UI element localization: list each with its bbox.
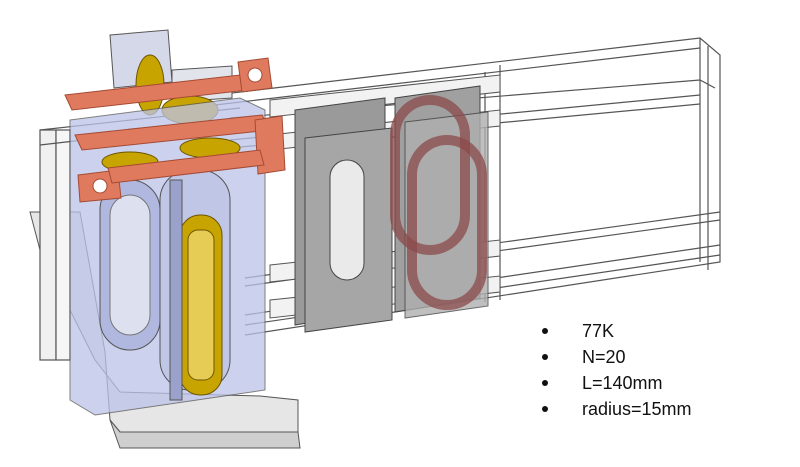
slot-plate (294, 97, 393, 333)
spec-text: L=140mm (582, 373, 663, 393)
coil-plate (390, 85, 489, 319)
spec-text: radius=15mm (582, 399, 692, 419)
spec-text: 77K (582, 321, 615, 341)
bullet-icon (542, 328, 548, 334)
spec-item-turns: N=20 (540, 344, 692, 370)
spec-text: N=20 (582, 347, 626, 367)
spec-item-temperature: 77K (540, 318, 692, 344)
bullet-icon (542, 354, 548, 360)
spec-list: 77K N=20 L=140mm radius=15mm (540, 318, 692, 422)
spec-item-radius: radius=15mm (540, 396, 692, 422)
bullet-icon (542, 406, 548, 412)
spec-item-length: L=140mm (540, 370, 692, 396)
copper-bus-bars (64, 57, 286, 203)
bullet-icon (542, 380, 548, 386)
